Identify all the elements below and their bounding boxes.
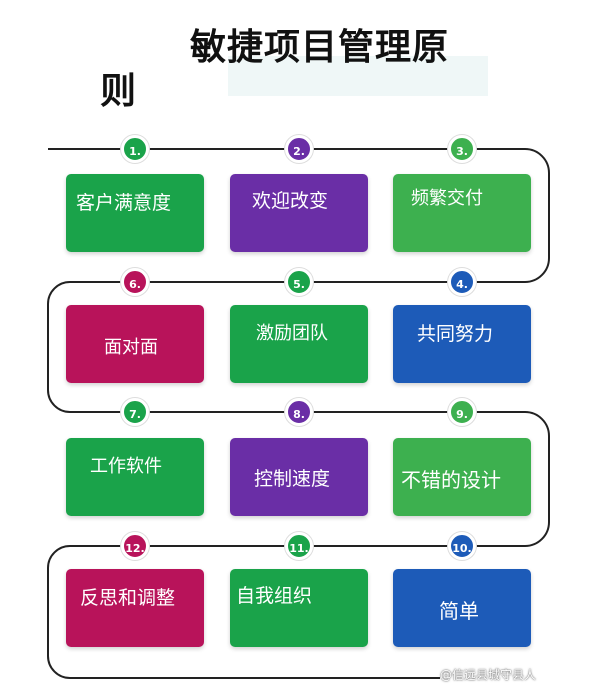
principle-label-6: 面对面 [104,337,158,358]
principle-label-10: 简单 [439,599,479,623]
principle-card-7: 工作软件 [66,438,204,516]
principle-label-7: 工作软件 [90,456,162,477]
principle-label-9: 不错的设计 [401,468,501,492]
principle-label-8: 控制速度 [254,468,331,490]
step-badge-4: 4. [448,268,476,296]
principle-card-9: 不错的设计 [393,438,531,516]
principle-card-10: 简单 [393,569,531,647]
principle-label-1: 客户满意度 [76,192,172,214]
principle-label-2: 欢迎改变 [252,190,329,212]
watermark: @信远县城守县人 [440,668,537,682]
page-title-continued: 则 [100,71,137,112]
principle-label-12: 反思和调整 [80,587,176,609]
principle-card-12: 反思和调整 [66,569,204,647]
step-badge-10: 10. [448,532,476,560]
principle-card-5: 激励团队 [230,305,368,383]
title-background-smudge [228,56,488,96]
page-title: 敏捷项目管理原 [190,27,450,68]
step-badge-2: 2. [285,135,313,163]
step-badge-9: 9. [448,398,476,426]
principle-card-1: 客户满意度 [66,174,204,252]
step-badge-6: 6. [121,268,149,296]
step-badge-12: 12. [121,532,149,560]
step-badge-5: 5. [285,268,313,296]
step-badge-3: 3. [448,135,476,163]
principle-label-4: 共同努力 [417,323,494,345]
principle-label-3: 频繁交付 [411,188,483,209]
step-badge-8: 8. [285,398,313,426]
principle-card-6: 面对面 [66,305,204,383]
principle-label-5: 激励团队 [256,323,328,344]
principle-label-11: 自我组织 [236,585,313,607]
step-badge-11: 11. [285,532,313,560]
principle-card-3: 频繁交付 [393,174,531,252]
principle-card-11: 自我组织 [230,569,368,647]
principle-card-4: 共同努力 [393,305,531,383]
principle-card-8: 控制速度 [230,438,368,516]
principle-card-2: 欢迎改变 [230,174,368,252]
step-badge-7: 7. [121,398,149,426]
step-badge-1: 1. [121,135,149,163]
